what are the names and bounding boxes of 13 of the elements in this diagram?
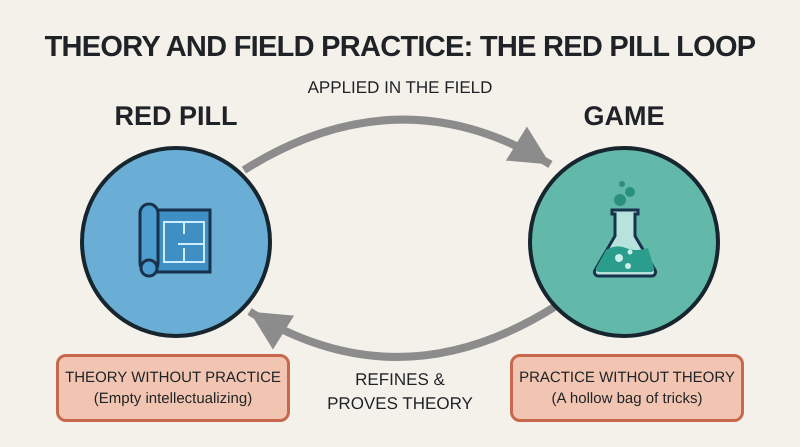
title: THEORY AND FIELD PRACTICE: THE RED PILL LOOP — [44, 30, 756, 65]
curved-arrow — [242, 116, 552, 174]
box-heading: PRACTICE WITHOUT THEORY — [519, 368, 735, 388]
edge-label: APPLIED IN THE FIELD — [306, 77, 494, 99]
note-box — [56, 354, 290, 422]
box-heading: THEORY WITHOUT PRACTICE — [65, 368, 281, 388]
box-subtext: (Empty intellectualizing) — [94, 389, 252, 409]
edge-label: REFINES & PROVES THEORY — [326, 369, 474, 415]
note-box — [510, 354, 744, 422]
box-subtext: (A hollow bag of tricks) — [552, 389, 702, 409]
circle-heading: RED PILL — [113, 100, 238, 133]
curved-arrow — [248, 302, 558, 361]
circle-heading: GAME — [582, 100, 666, 133]
